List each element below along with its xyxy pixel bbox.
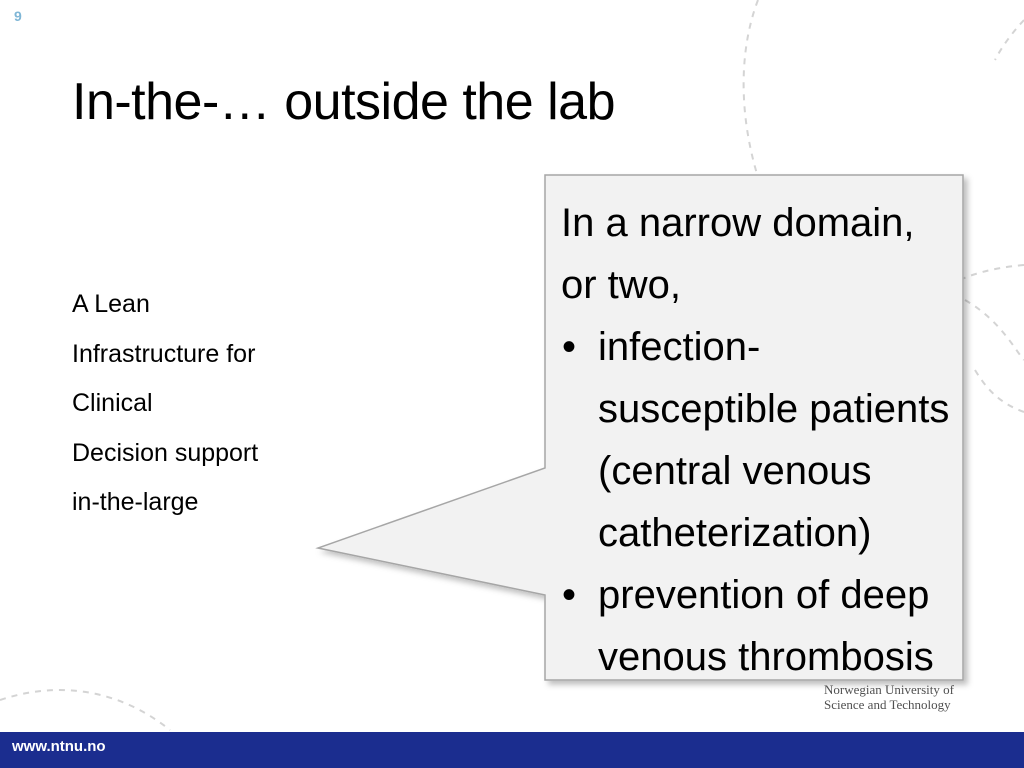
list-item: • infection-susceptible patients (centra… <box>560 316 960 564</box>
footer-url: www.ntnu.no <box>12 738 106 755</box>
callout-intro: In a narrow domain, or two, <box>561 201 915 307</box>
subtitle-line: A Lean <box>72 290 150 318</box>
callout-bubble-outline <box>315 174 964 681</box>
bullet-icon: • <box>562 325 577 369</box>
subtitle-line: Infrastructure for <box>72 339 256 368</box>
slide-title: In-the-… outside the lab <box>72 73 616 131</box>
bullet-icon: • <box>562 573 577 617</box>
list-item: • prevention of deep venous thrombosis <box>560 564 960 688</box>
footer-bar <box>0 732 1024 768</box>
subtitle-line: Clinical <box>72 389 153 417</box>
university-line: Norwegian University of <box>824 682 954 697</box>
university-line: Science and Technology <box>824 697 951 712</box>
list-item-text: infection-susceptible patients (central … <box>598 325 950 555</box>
subtitle-line: Decision support <box>72 438 259 467</box>
subtitle-line: in-the-large <box>72 488 199 516</box>
callout-text: In a narrow domain, or two, • infection-… <box>560 192 960 688</box>
university-name: Norwegian University of Science and Tech… <box>824 682 954 712</box>
list-item-text: prevention of deep venous thrombosis <box>598 573 934 679</box>
slide-number: 9 <box>14 8 22 24</box>
subtitle-block: A Lean Infrastructure for Clinical Decis… <box>72 280 258 528</box>
callout-bullet-list: • infection-susceptible patients (centra… <box>560 316 960 688</box>
